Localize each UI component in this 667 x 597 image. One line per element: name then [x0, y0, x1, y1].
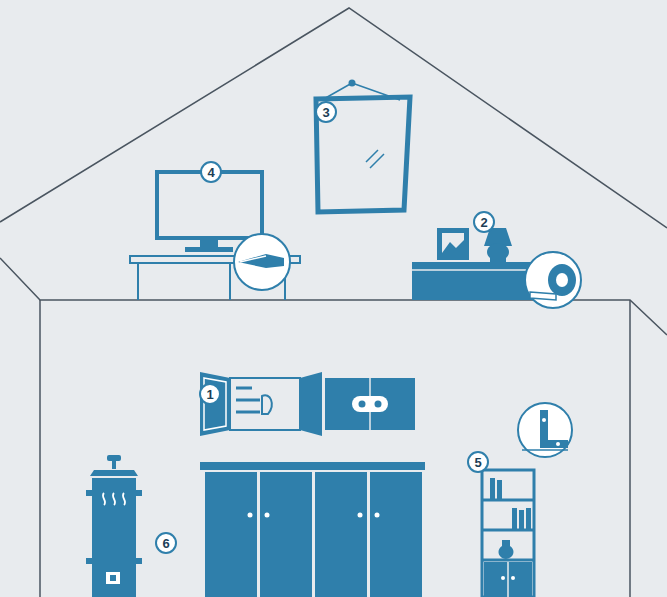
water-heater	[86, 455, 142, 597]
callout-number: 1	[206, 388, 213, 401]
callout-circle: 4	[200, 161, 222, 183]
callout-number: 4	[207, 166, 214, 179]
callout-circle: 5	[467, 451, 489, 473]
desk-monitor	[130, 172, 300, 300]
callout-number: 2	[480, 216, 487, 229]
callout-circle: 2	[473, 211, 495, 233]
house-outline	[0, 8, 667, 597]
callout-number: 5	[474, 456, 481, 469]
picture-frame	[316, 80, 410, 213]
callout-circle: 3	[315, 101, 337, 123]
callout-circle: 6	[155, 532, 177, 554]
callout-number: 3	[322, 106, 329, 119]
bookshelf	[482, 403, 572, 597]
dresser	[412, 228, 581, 308]
callout-number: 6	[162, 537, 169, 550]
base-cabinets	[200, 462, 425, 597]
wall-cabinets	[200, 372, 415, 436]
callout-circle: 1	[199, 383, 221, 405]
